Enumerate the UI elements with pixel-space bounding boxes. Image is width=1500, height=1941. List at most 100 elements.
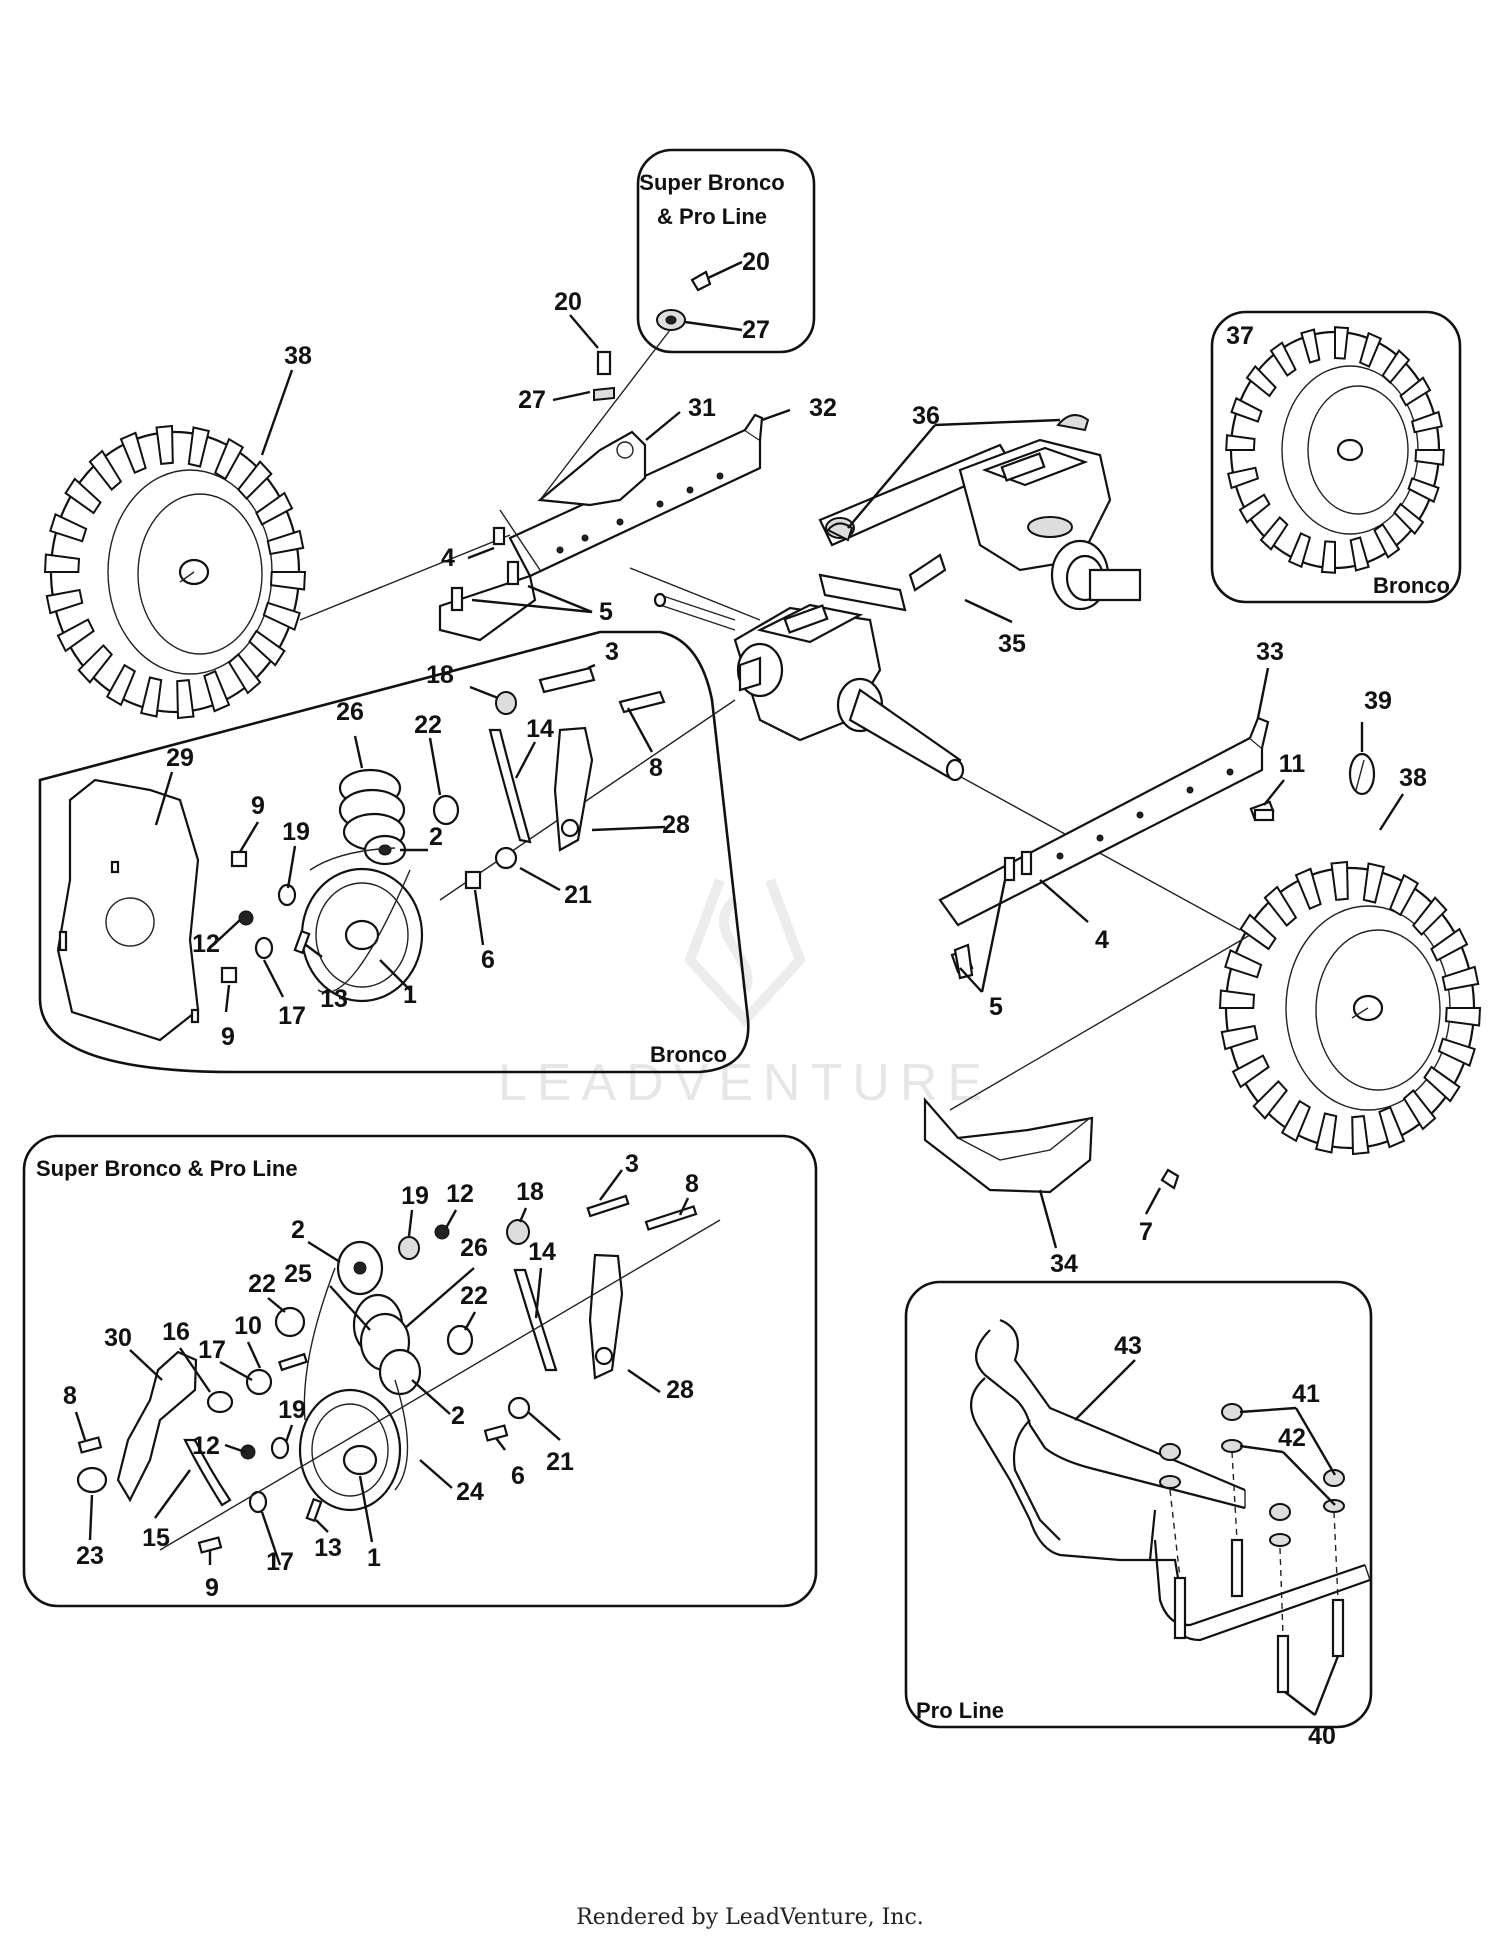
callout-17-sb-top: 17 — [198, 1336, 226, 1364]
tread-lug — [155, 424, 174, 465]
tread-lug — [45, 588, 84, 615]
tread-lug — [176, 679, 195, 720]
callout-9-bronco-bottom: 9 — [221, 1023, 235, 1051]
callout-34: 34 — [1050, 1250, 1078, 1278]
bronco-pulleys — [300, 768, 460, 1003]
callout-5-right: 5 — [989, 993, 1003, 1021]
callout-30: 30 — [104, 1324, 132, 1352]
tread-lug — [1259, 516, 1289, 551]
callout-32: 32 — [809, 394, 837, 422]
callout-22-bronco: 22 — [414, 711, 442, 739]
inset-title-line1: Super Bronco — [639, 170, 784, 195]
callout-39: 39 — [1364, 687, 1392, 715]
leadventure-watermark: LEADVENTURE — [498, 878, 992, 1112]
callout-31: 31 — [688, 394, 716, 422]
main-fasteners — [492, 350, 1275, 980]
callout-23: 23 — [76, 1542, 104, 1570]
tread-lug — [1441, 965, 1480, 992]
tread-lug — [1444, 1007, 1482, 1027]
tread-lug — [1224, 949, 1263, 979]
tread-lug — [1410, 410, 1444, 434]
tread-lug — [1269, 341, 1297, 377]
pro-line-title: Pro Line — [916, 1698, 1004, 1723]
callout-8-bronco: 8 — [649, 754, 663, 782]
cap-36-top — [1056, 414, 1090, 432]
tread-lug — [119, 431, 147, 475]
tread-lug — [1430, 927, 1469, 962]
bronco-wheel-title: Bronco — [1373, 573, 1450, 598]
height-bracket-31 — [537, 430, 647, 507]
callout-27-inset: 27 — [742, 316, 770, 344]
callout-22-sb-right: 22 — [460, 1282, 488, 1310]
callout-37: 37 — [1226, 322, 1254, 350]
callout-18-bronco: 18 — [426, 661, 454, 689]
callout-25-sb: 25 — [284, 1260, 312, 1288]
tread-lug — [1230, 396, 1263, 423]
tread-lug — [1358, 331, 1383, 368]
callout-21-bronco: 21 — [564, 881, 592, 909]
left-frame-bar — [508, 413, 764, 578]
tread-lug — [56, 618, 95, 653]
callout-27: 27 — [518, 386, 546, 414]
callout-13-bronco: 13 — [320, 985, 348, 1013]
tread-lug — [1381, 349, 1411, 384]
tread-lug — [1388, 873, 1420, 917]
tread-lug — [1393, 502, 1425, 536]
tread-lug — [1351, 1115, 1370, 1156]
callout-43: 43 — [1114, 1332, 1142, 1360]
tread-lug — [203, 669, 231, 713]
tread-lug — [266, 529, 305, 556]
tread-lug — [255, 491, 294, 526]
callout-3-bronco: 3 — [605, 638, 619, 666]
tread-lug — [1220, 1024, 1259, 1051]
callout-36: 36 — [912, 402, 940, 430]
callout-21-sb: 21 — [546, 1448, 574, 1476]
callout-4-right: 4 — [1095, 926, 1109, 954]
tread-lug — [1245, 364, 1277, 398]
watermark-text: LEADVENTURE — [498, 1054, 992, 1112]
tread-lug — [1330, 860, 1349, 901]
inset-tire-37 — [1229, 330, 1441, 570]
tread-lug — [1411, 896, 1448, 937]
tread-lug — [1334, 326, 1350, 360]
tread-lug — [236, 460, 273, 501]
callout-20: 20 — [554, 288, 582, 316]
tread-lug — [1287, 532, 1312, 569]
bronco-engine-plate-29 — [56, 778, 200, 1042]
tread-lug — [1252, 1079, 1289, 1120]
hitch-34 — [923, 1097, 1180, 1194]
sb-idler-arm — [513, 1253, 624, 1380]
tread-lug — [1407, 477, 1440, 504]
callout-15: 15 — [142, 1524, 170, 1552]
super-bronco-pro-line-drive-panel — [22, 1134, 818, 1608]
tread-lug — [1225, 434, 1256, 451]
super-bronco-drive-title: Super Bronco & Pro Line — [36, 1156, 298, 1181]
callout-7: 7 — [1139, 1218, 1153, 1246]
callout-16: 16 — [162, 1318, 190, 1346]
tread-lug — [248, 629, 286, 667]
callout-20-inset: 20 — [742, 248, 770, 276]
callout-19-sb-bottom: 19 — [278, 1396, 306, 1424]
callout-14-sb: 14 — [528, 1238, 556, 1266]
callout-26-bronco: 26 — [336, 698, 364, 726]
right-tire-treads — [1218, 860, 1482, 1156]
tread-lug — [1238, 493, 1271, 524]
callout-8-sb-right: 8 — [685, 1170, 699, 1198]
tread-lug — [1414, 449, 1445, 466]
callout-29: 29 — [166, 744, 194, 772]
callout-33: 33 — [1256, 638, 1284, 666]
tread-lug — [269, 571, 307, 591]
sb-small-hardware — [159, 1194, 721, 1554]
callout-38-right: 38 — [1399, 764, 1427, 792]
tread-lug — [227, 653, 262, 695]
inset-tire-treads — [1225, 326, 1445, 574]
inset-title-line2: & Pro Line — [657, 204, 767, 229]
tread-lug — [187, 426, 211, 468]
callout-8-sb-left: 8 — [63, 1382, 77, 1410]
tread-lug — [88, 449, 123, 491]
sb-bracket-30 — [76, 1350, 234, 1507]
tread-lug — [1314, 1112, 1338, 1154]
callout-numbers: 38 20 27 31 32 36 4 5 35 3 18 26 22 14 8… — [63, 248, 1427, 1750]
callout-12-bronco: 12 — [192, 930, 220, 958]
